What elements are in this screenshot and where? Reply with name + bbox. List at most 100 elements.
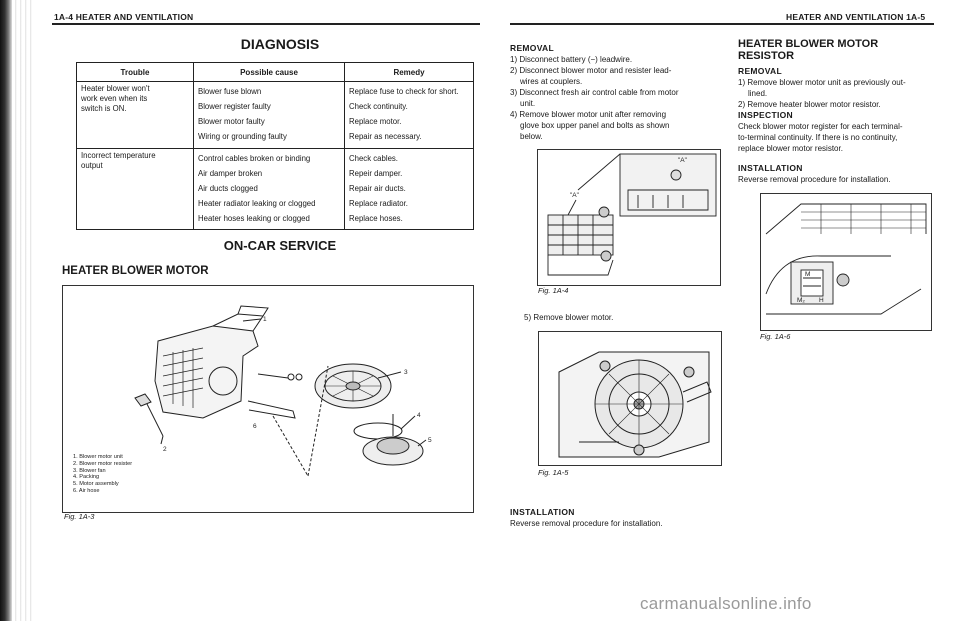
inspection-text: to-terminal continuity. If there is no c… (738, 133, 898, 142)
legend-item: 5. Motor assembly (73, 481, 119, 488)
callout-4: 4 (417, 412, 421, 419)
cause-item: Blower motor faulty (198, 117, 265, 126)
cause-item: Air ducts clogged (198, 184, 258, 193)
right-header-rule (510, 23, 934, 25)
diagnosis-title: DIAGNOSIS (240, 36, 320, 52)
resistor-removal-step: 2) Remove heater blower motor resistor. (738, 100, 881, 109)
removal-section: REMOVAL 1) Disconnect battery (−) leadwi… (510, 43, 722, 142)
cause-cell: Blower fuse blown Blower register faulty… (193, 81, 345, 149)
figure-1a-5 (538, 331, 722, 466)
diagnosis-table: Trouble Possible cause Remedy Heater blo… (76, 62, 474, 230)
callout-6: 6 (253, 423, 257, 430)
trouble-line: Heater blower won't (81, 84, 150, 93)
resistor-title-line2: RESISTOR (738, 50, 795, 62)
legend-item: 6. Air hose (73, 487, 100, 494)
trouble-line: work even when its (81, 94, 148, 103)
figure-caption-1a-4: Fig. 1A-4 (538, 286, 569, 295)
table-row: Heater blower won't work even when its s… (76, 81, 474, 149)
figure-1a-6: M M₂ H (760, 193, 932, 331)
terminal-label-m2: M₂ (797, 297, 805, 304)
figure-1a-4: "A" "A" (537, 149, 721, 286)
resistor-title-line1: HEATER BLOWER MOTOR (738, 38, 879, 50)
left-page-header: 1A-4 HEATER AND VENTILATION (54, 12, 194, 22)
remedy-item: Replace radiator. (349, 199, 408, 208)
figure-caption-1a-6: Fig. 1A-6 (760, 332, 791, 341)
cause-item: Air damper broken (198, 169, 263, 178)
remedy-item: Check cables. (349, 154, 398, 163)
label-a-overview: "A" (570, 192, 580, 199)
remedy-item: Check continuity. (349, 102, 408, 111)
on-car-service-title: ON-CAR SERVICE (223, 238, 337, 253)
remedy-item: Replace hoses. (349, 214, 403, 223)
installation-heading: INSTALLATION (510, 507, 575, 517)
callout-3: 3 (404, 369, 408, 376)
watermark-text: carmanualsonline.info (640, 594, 812, 613)
resistor-removal-step: 1) Remove blower motor unit as previousl… (738, 78, 906, 87)
cause-item: Heater radiator leaking or clogged (198, 199, 316, 208)
remedy-item: Replace fuse to check for short. (349, 87, 459, 96)
book-spine-shadow (0, 0, 12, 621)
removal-step: 4) Remove blower motor unit after removi… (510, 110, 667, 119)
remedy-cell: Check cables. Repeir damper. Repair air … (344, 148, 474, 230)
trouble-line: switch is ON. (81, 104, 127, 113)
terminal-label-m: M (805, 271, 810, 278)
figure-caption-1a-3: Fig. 1A-3 (64, 512, 95, 521)
cause-item: Blower fuse blown (198, 87, 262, 96)
heater-blower-motor-heading: HEATER BLOWER MOTOR (62, 265, 209, 277)
trouble-cell: Incorrect temperature output (76, 148, 194, 230)
remedy-item: Repair as necessary. (349, 132, 422, 141)
cause-item: Wiring or grounding faulty (198, 132, 287, 141)
removal-step: 1) Disconnect battery (−) leadwire. (510, 55, 633, 64)
removal-step: glove box upper panel and bolts as shown (520, 121, 670, 130)
glove-box-diagram: "A" "A" (547, 153, 717, 276)
removal-step: wires at couplers. (520, 77, 583, 86)
trouble-cell: Heater blower won't work even when its s… (76, 81, 194, 149)
cause-item: Control cables broken or binding (198, 154, 311, 163)
legend-item: 4. Packing (73, 474, 100, 481)
legend-item: 3. Blower fan (73, 467, 106, 474)
figure-caption-1a-5: Fig. 1A-5 (538, 468, 569, 477)
col-header-remedy: Remedy (344, 62, 474, 82)
removal-step: 3) Disconnect fresh air control cable fr… (510, 88, 679, 97)
legend-item: 2. Blower motor resister (73, 460, 133, 467)
table-row: Incorrect temperature output Control cab… (76, 148, 474, 230)
resistor-removal-step: lined. (748, 89, 768, 98)
step-5-remove-blower-motor: 5) Remove blower motor. (524, 313, 614, 322)
callout-5: 5 (428, 437, 432, 444)
callout-1: 1 (263, 316, 267, 323)
callout-2: 2 (163, 446, 167, 453)
trouble-line: output (81, 161, 103, 170)
inspection-text: replace blower motor resistor. (738, 144, 843, 153)
remedy-item: Repair air ducts. (349, 184, 406, 193)
resistor-removal-heading: REMOVAL (738, 66, 782, 76)
legend-item: 1. Blower motor unit (73, 454, 123, 460)
col-header-possible-cause: Possible cause (193, 62, 345, 82)
cause-item: Heater hoses leaking or clogged (198, 214, 310, 223)
installation-section: INSTALLATION Reverse removal procedure f… (510, 507, 663, 529)
resistor-section: HEATER BLOWER MOTOR RESISTOR REMOVAL 1) … (738, 38, 938, 185)
removal-step: 2) Disconnect blower motor and resister … (510, 66, 672, 75)
removal-step: unit. (520, 99, 536, 108)
resistor-installation-text: Reverse removal procedure for installati… (738, 175, 891, 184)
resistor-installation-heading: INSTALLATION (738, 163, 803, 173)
right-page-header: HEATER AND VENTILATION 1A-5 (786, 12, 926, 22)
left-header-rule (52, 23, 480, 25)
book-spine-texture (12, 0, 34, 621)
terminal-label-h: H (819, 297, 824, 304)
inspection-heading: INSPECTION (738, 110, 793, 120)
blower-motor-removal-diagram (558, 351, 712, 458)
figure-legend: 1. Blower motor unit 2. Blower motor res… (73, 454, 132, 495)
removal-heading: REMOVAL (510, 43, 554, 53)
figure-1a-3: 1 2 3 4 5 6 1. Blower motor unit 2. Blow… (62, 285, 474, 513)
label-a-detail: "A" (678, 157, 688, 164)
cause-cell: Control cables broken or binding Air dam… (193, 148, 345, 230)
table-header-row: Trouble Possible cause Remedy (76, 62, 474, 82)
installation-text: Reverse removal procedure for installati… (510, 519, 663, 528)
blower-exploded-diagram: 1 2 3 4 5 6 (134, 305, 432, 477)
removal-step: below. (520, 132, 543, 141)
cause-item: Blower register faulty (198, 102, 271, 111)
remedy-item: Repeir damper. (349, 169, 403, 178)
col-header-trouble: Trouble (76, 62, 194, 82)
inspection-text: Check blower motor register for each ter… (738, 122, 903, 131)
trouble-line: Incorrect temperature (81, 151, 156, 160)
